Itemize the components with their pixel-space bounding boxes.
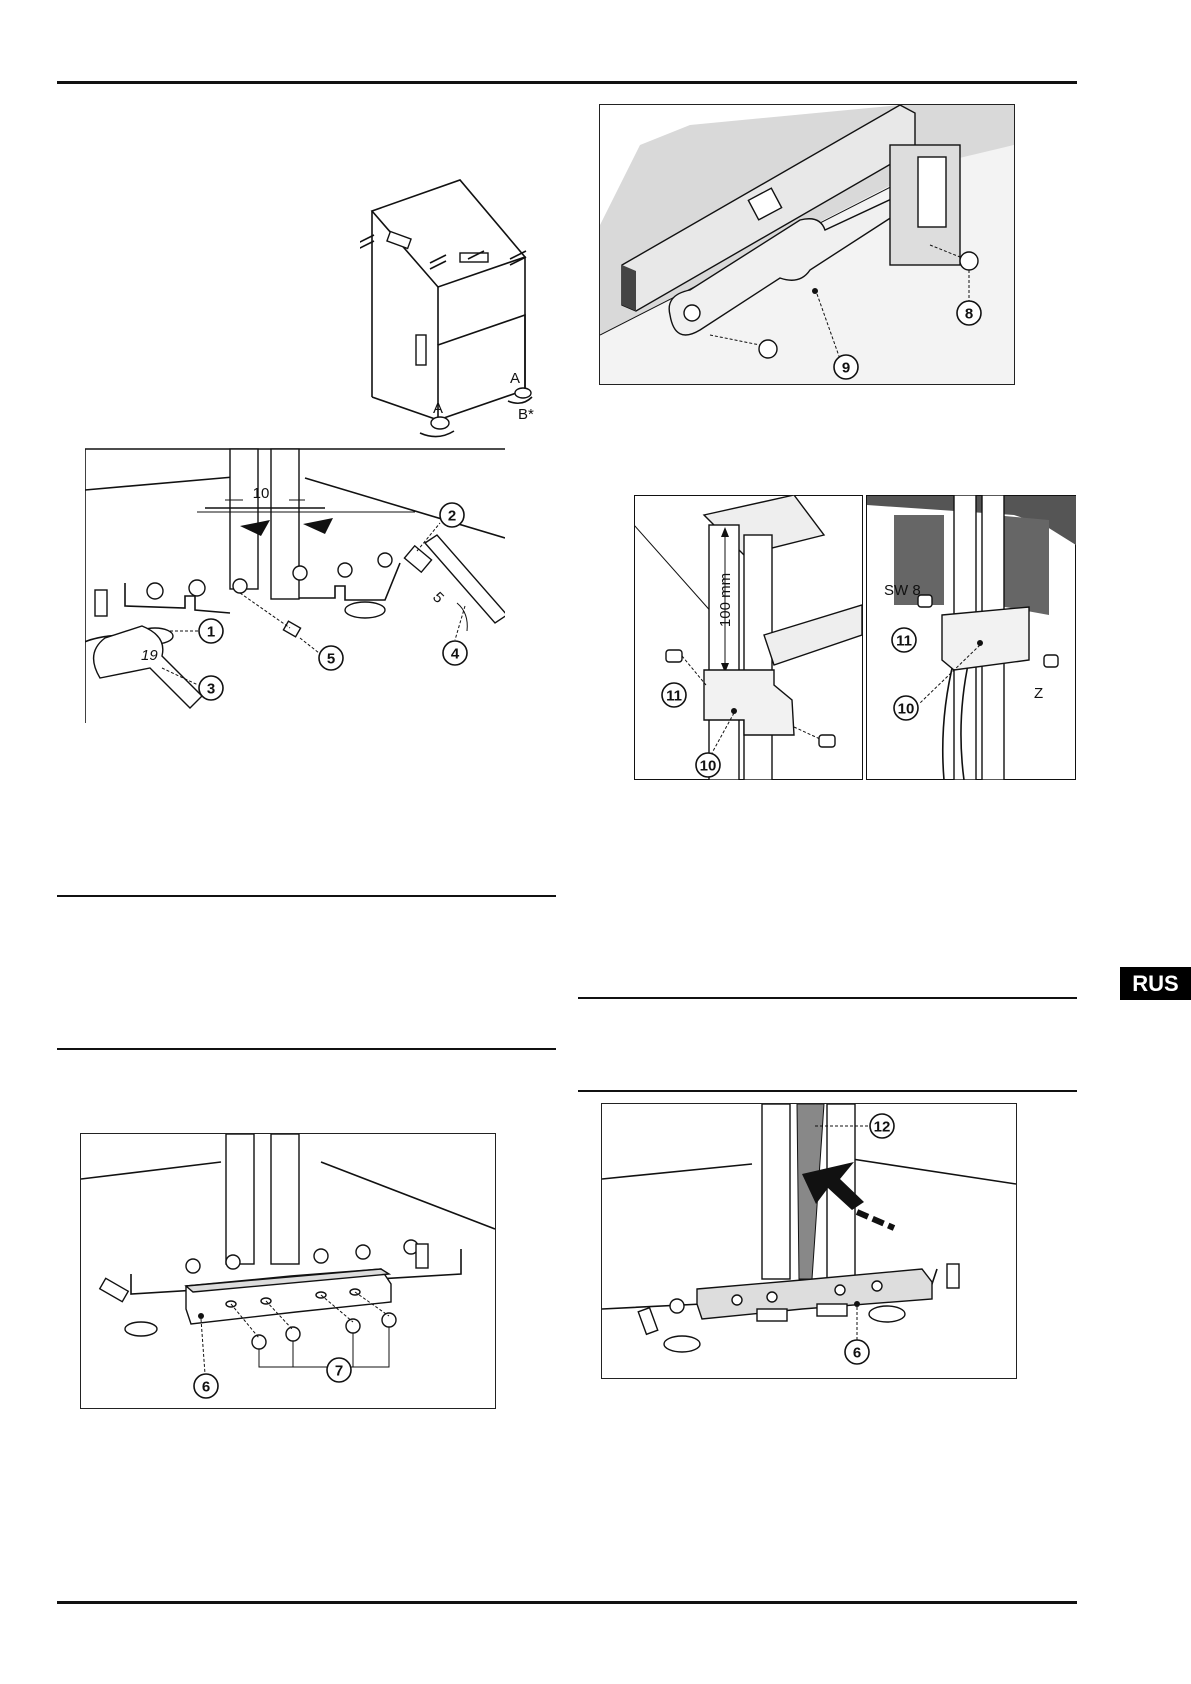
dimension-100mm: 100 mm bbox=[717, 573, 734, 627]
callout-2: 2 bbox=[416, 502, 465, 552]
label-a-right: A bbox=[510, 370, 520, 387]
svg-text:12: 12 bbox=[874, 1119, 891, 1136]
section-rule-right-1 bbox=[578, 997, 1077, 999]
language-tab: RUS bbox=[1120, 967, 1191, 1000]
svg-text:4: 4 bbox=[451, 646, 460, 663]
callout-10-right: 10 bbox=[893, 644, 981, 721]
svg-text:1: 1 bbox=[207, 624, 215, 641]
callout-3: 3 bbox=[161, 667, 224, 701]
hex-size: 5 bbox=[429, 589, 447, 607]
label-z: Z bbox=[1034, 685, 1043, 702]
side-brackets-drawing: 100 mm 11 10 SW 8 Z 11 1 bbox=[634, 495, 1076, 780]
dimension-10: 10 bbox=[253, 485, 270, 502]
footer-rule bbox=[57, 1601, 1077, 1604]
callout-10-left: 10 bbox=[695, 712, 735, 778]
figure-bottom-rail: 6 7 bbox=[80, 1133, 496, 1409]
callout-7: 7 bbox=[326, 1357, 352, 1383]
svg-text:10: 10 bbox=[898, 701, 915, 718]
callout-9: 9 bbox=[816, 293, 859, 380]
label-b: B* bbox=[518, 406, 534, 423]
callout-8: 8 bbox=[956, 270, 982, 326]
svg-text:2: 2 bbox=[448, 508, 456, 525]
svg-text:10: 10 bbox=[700, 758, 717, 775]
svg-text:5: 5 bbox=[327, 651, 335, 668]
callout-11-left: 11 bbox=[661, 682, 687, 708]
callout-1: 1 bbox=[170, 618, 224, 644]
svg-text:8: 8 bbox=[965, 306, 973, 323]
header-rule bbox=[57, 81, 1077, 84]
callout-4: 4 bbox=[442, 605, 468, 666]
svg-text:7: 7 bbox=[335, 1363, 343, 1380]
figure-top-bracket: 8 9 bbox=[599, 104, 1015, 385]
svg-text:6: 6 bbox=[853, 1345, 861, 1362]
figure-cabinet: A A B* bbox=[360, 175, 560, 445]
callout-11-right: 11 bbox=[891, 627, 917, 653]
section-rule-right-2 bbox=[578, 1090, 1077, 1092]
section-rule-left-1 bbox=[57, 895, 556, 897]
svg-text:3: 3 bbox=[207, 681, 215, 698]
cabinet-drawing: A A B* bbox=[360, 179, 534, 438]
svg-text:11: 11 bbox=[666, 688, 682, 705]
callout-5: 5 bbox=[299, 637, 344, 671]
label-a-left: A bbox=[433, 400, 443, 417]
callout-6: 6 bbox=[193, 1318, 219, 1399]
figure-plinth: 12 6 bbox=[601, 1103, 1017, 1379]
section-rule-left-2 bbox=[57, 1048, 556, 1050]
svg-text:11: 11 bbox=[896, 633, 912, 650]
svg-text:9: 9 bbox=[842, 360, 850, 377]
wrench-size: 19 bbox=[141, 647, 158, 664]
plinth-drawing: 12 6 bbox=[602, 1104, 1016, 1365]
wrench-label: SW 8 bbox=[884, 582, 921, 599]
callout-6-plinth: 6 bbox=[844, 1307, 870, 1365]
callout-12: 12 bbox=[815, 1113, 895, 1139]
svg-text:6: 6 bbox=[202, 1379, 210, 1396]
bottom-rail-drawing: 6 7 bbox=[81, 1134, 495, 1399]
feet-drawing: 10 19 5 1 2 3 bbox=[85, 448, 505, 723]
top-bracket-drawing: 8 9 bbox=[600, 105, 1014, 384]
figure-feet-adjustment: 10 19 5 1 2 3 bbox=[85, 448, 505, 723]
figure-side-brackets: 100 mm 11 10 SW 8 Z 11 1 bbox=[634, 495, 1076, 780]
